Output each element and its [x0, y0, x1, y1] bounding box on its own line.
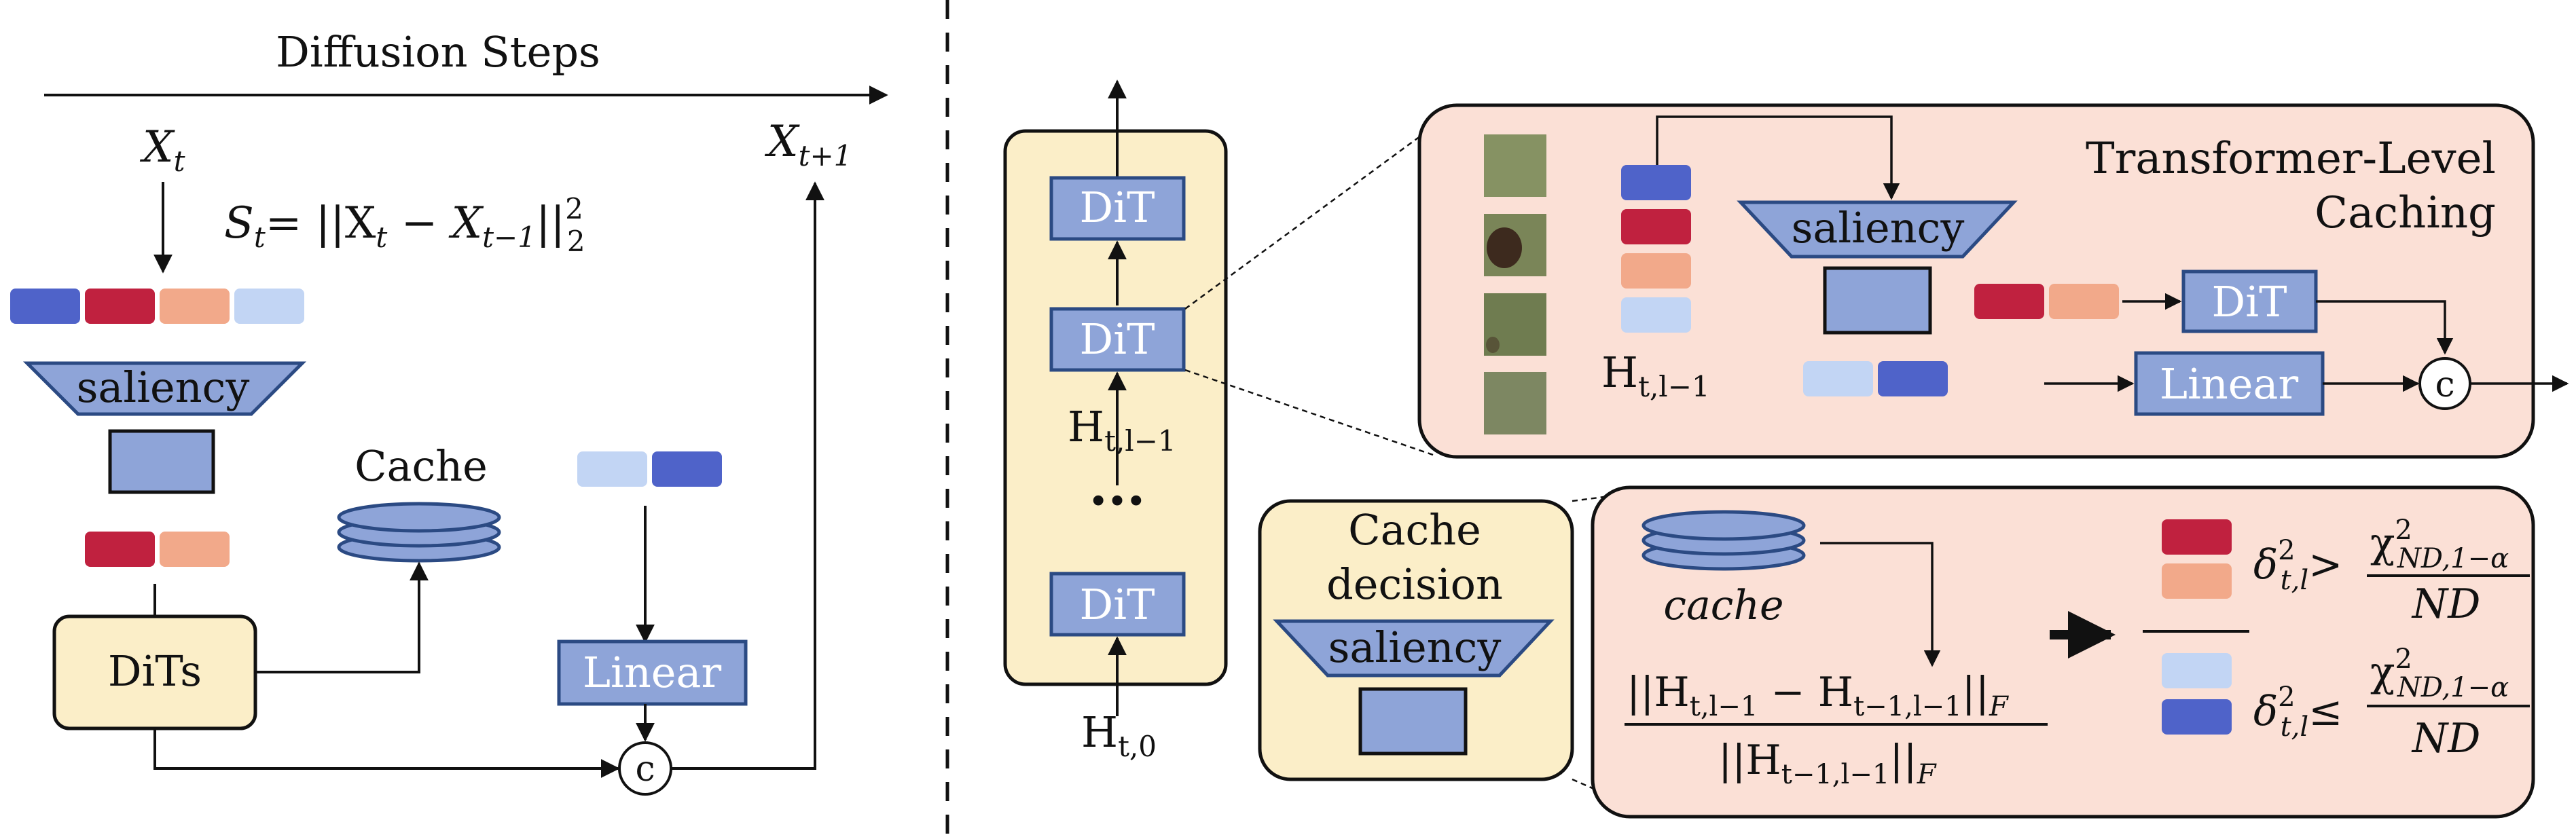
tlc-token-red [1621, 209, 1691, 244]
tlc-linear-label: Linear [2160, 359, 2299, 409]
token-salmon-selected [160, 532, 230, 567]
saliency-block [108, 429, 215, 494]
tlc-token-salmon [1621, 253, 1691, 289]
token-blue-light [234, 289, 304, 324]
cache-title: Cache [355, 441, 488, 491]
tlc-token-blue-light [1621, 297, 1691, 333]
cond-token-red [2162, 519, 2232, 555]
tlc-dit-block [2181, 270, 2318, 333]
cd-saliency-label: saliency [1328, 623, 1502, 672]
cond-token-blue-dark [2162, 699, 2232, 735]
dits-to-cache-arrow [255, 561, 429, 673]
stack-ellipsis: ··· [1089, 468, 1146, 532]
tlc-title-line1: Transformer-Level [2086, 134, 2496, 184]
token-salmon [160, 289, 230, 324]
criterion-box [1591, 485, 2535, 819]
tlc-token-blue-dark [1621, 165, 1691, 200]
concat-to-xt1-arrow [671, 181, 824, 770]
tlc-saliency-block [1823, 266, 1932, 335]
tlc-concat-symbol: c [2435, 365, 2454, 405]
h-mid-label: Ht,l−1 [1068, 402, 1176, 458]
left-section: Diffusion Steps Xt Xt+1 St= ||Xt − Xt−1|… [10, 27, 888, 796]
tlc-dit-label: DiT [2212, 277, 2287, 327]
tokens-to-saliency-arrow [1656, 115, 1900, 200]
formula-numerator: ||Ht,l−1 − Ht−1,l−1||F [1627, 669, 2009, 722]
cache-stack-icon [337, 502, 501, 563]
dit-to-concat-arrow [2316, 300, 2454, 355]
linear-label: Linear [583, 648, 722, 697]
tlc-token-blue-light-2 [1803, 361, 1873, 396]
token-blue-dark-cached [652, 451, 722, 487]
token-red [85, 289, 155, 324]
token-blue-light-cached [577, 451, 647, 487]
dit-block-top [1049, 176, 1186, 241]
dit-mid-label: DiT [1080, 314, 1155, 364]
stack-panel [1003, 129, 1228, 686]
cache-decision-title-2: decision [1326, 559, 1503, 609]
cond-token-blue-light [2162, 653, 2232, 688]
x-t1-label: Xt+1 [764, 117, 852, 172]
cache-italic-label: cache [1663, 582, 1783, 629]
concat-symbol: c [635, 749, 655, 790]
dit-bottom-label: DiT [1080, 580, 1155, 629]
saliency-label: saliency [77, 363, 250, 412]
cache-to-formula-arrow [1820, 542, 1941, 667]
token-red-selected [85, 532, 155, 567]
tlc-title-line2: Caching [2315, 188, 2496, 238]
transformer-level-caching-panel: Transformer-Level Caching Ht,l−1 salienc… [1417, 103, 2569, 459]
cd-saliency-trapezoid [1273, 619, 1555, 678]
x-t-label: Xt [139, 122, 185, 178]
saliency-trapezoid [22, 361, 307, 416]
tlc-saliency-trapezoid [1737, 200, 2018, 259]
transformer-stack: DiT DiT Ht,l−1 ··· DiT Ht,0 [1003, 79, 1434, 763]
dit-block-mid [1049, 307, 1186, 372]
token-blue-dark [10, 289, 80, 324]
cd-saliency-block [1358, 687, 1468, 756]
diffusion-steps-title: Diffusion Steps [276, 27, 600, 77]
zoom-line-top [1184, 129, 1429, 310]
video-frame-4 [1484, 372, 1546, 434]
cond-token-salmon [2162, 563, 2232, 599]
h-bottom-label: Ht,0 [1081, 707, 1157, 763]
decision-criterion-panel: cache ||Ht,l−1 − Ht−1,l−1||F ||Ht−1,l−1|… [1591, 485, 2535, 819]
cond-upper-nd: ND [2411, 580, 2481, 628]
tlc-token-salmon-2 [2049, 284, 2119, 319]
formula-denominator: ||Ht−1,l−1||F [1718, 737, 1937, 790]
dits-to-concat-arrow [153, 728, 620, 778]
cache-decision-title-1: Cache [1348, 505, 1481, 555]
dit-block-bottom [1049, 572, 1186, 637]
dits-label: DiTs [108, 646, 202, 696]
tlc-token-blue-dark-2 [1878, 361, 1948, 396]
tlc-h-label: Ht,l−1 [1601, 348, 1710, 403]
tlc-saliency-label: saliency [1792, 203, 1965, 253]
video-frames [1484, 134, 1546, 434]
cond-lower-nd: ND [2411, 715, 2481, 762]
dit-top-label: DiT [1080, 183, 1155, 232]
tlc-token-red-2 [1974, 284, 2044, 319]
cache-db-icon [1641, 510, 1806, 571]
input-token-row [10, 289, 304, 324]
linear-block [557, 639, 748, 706]
